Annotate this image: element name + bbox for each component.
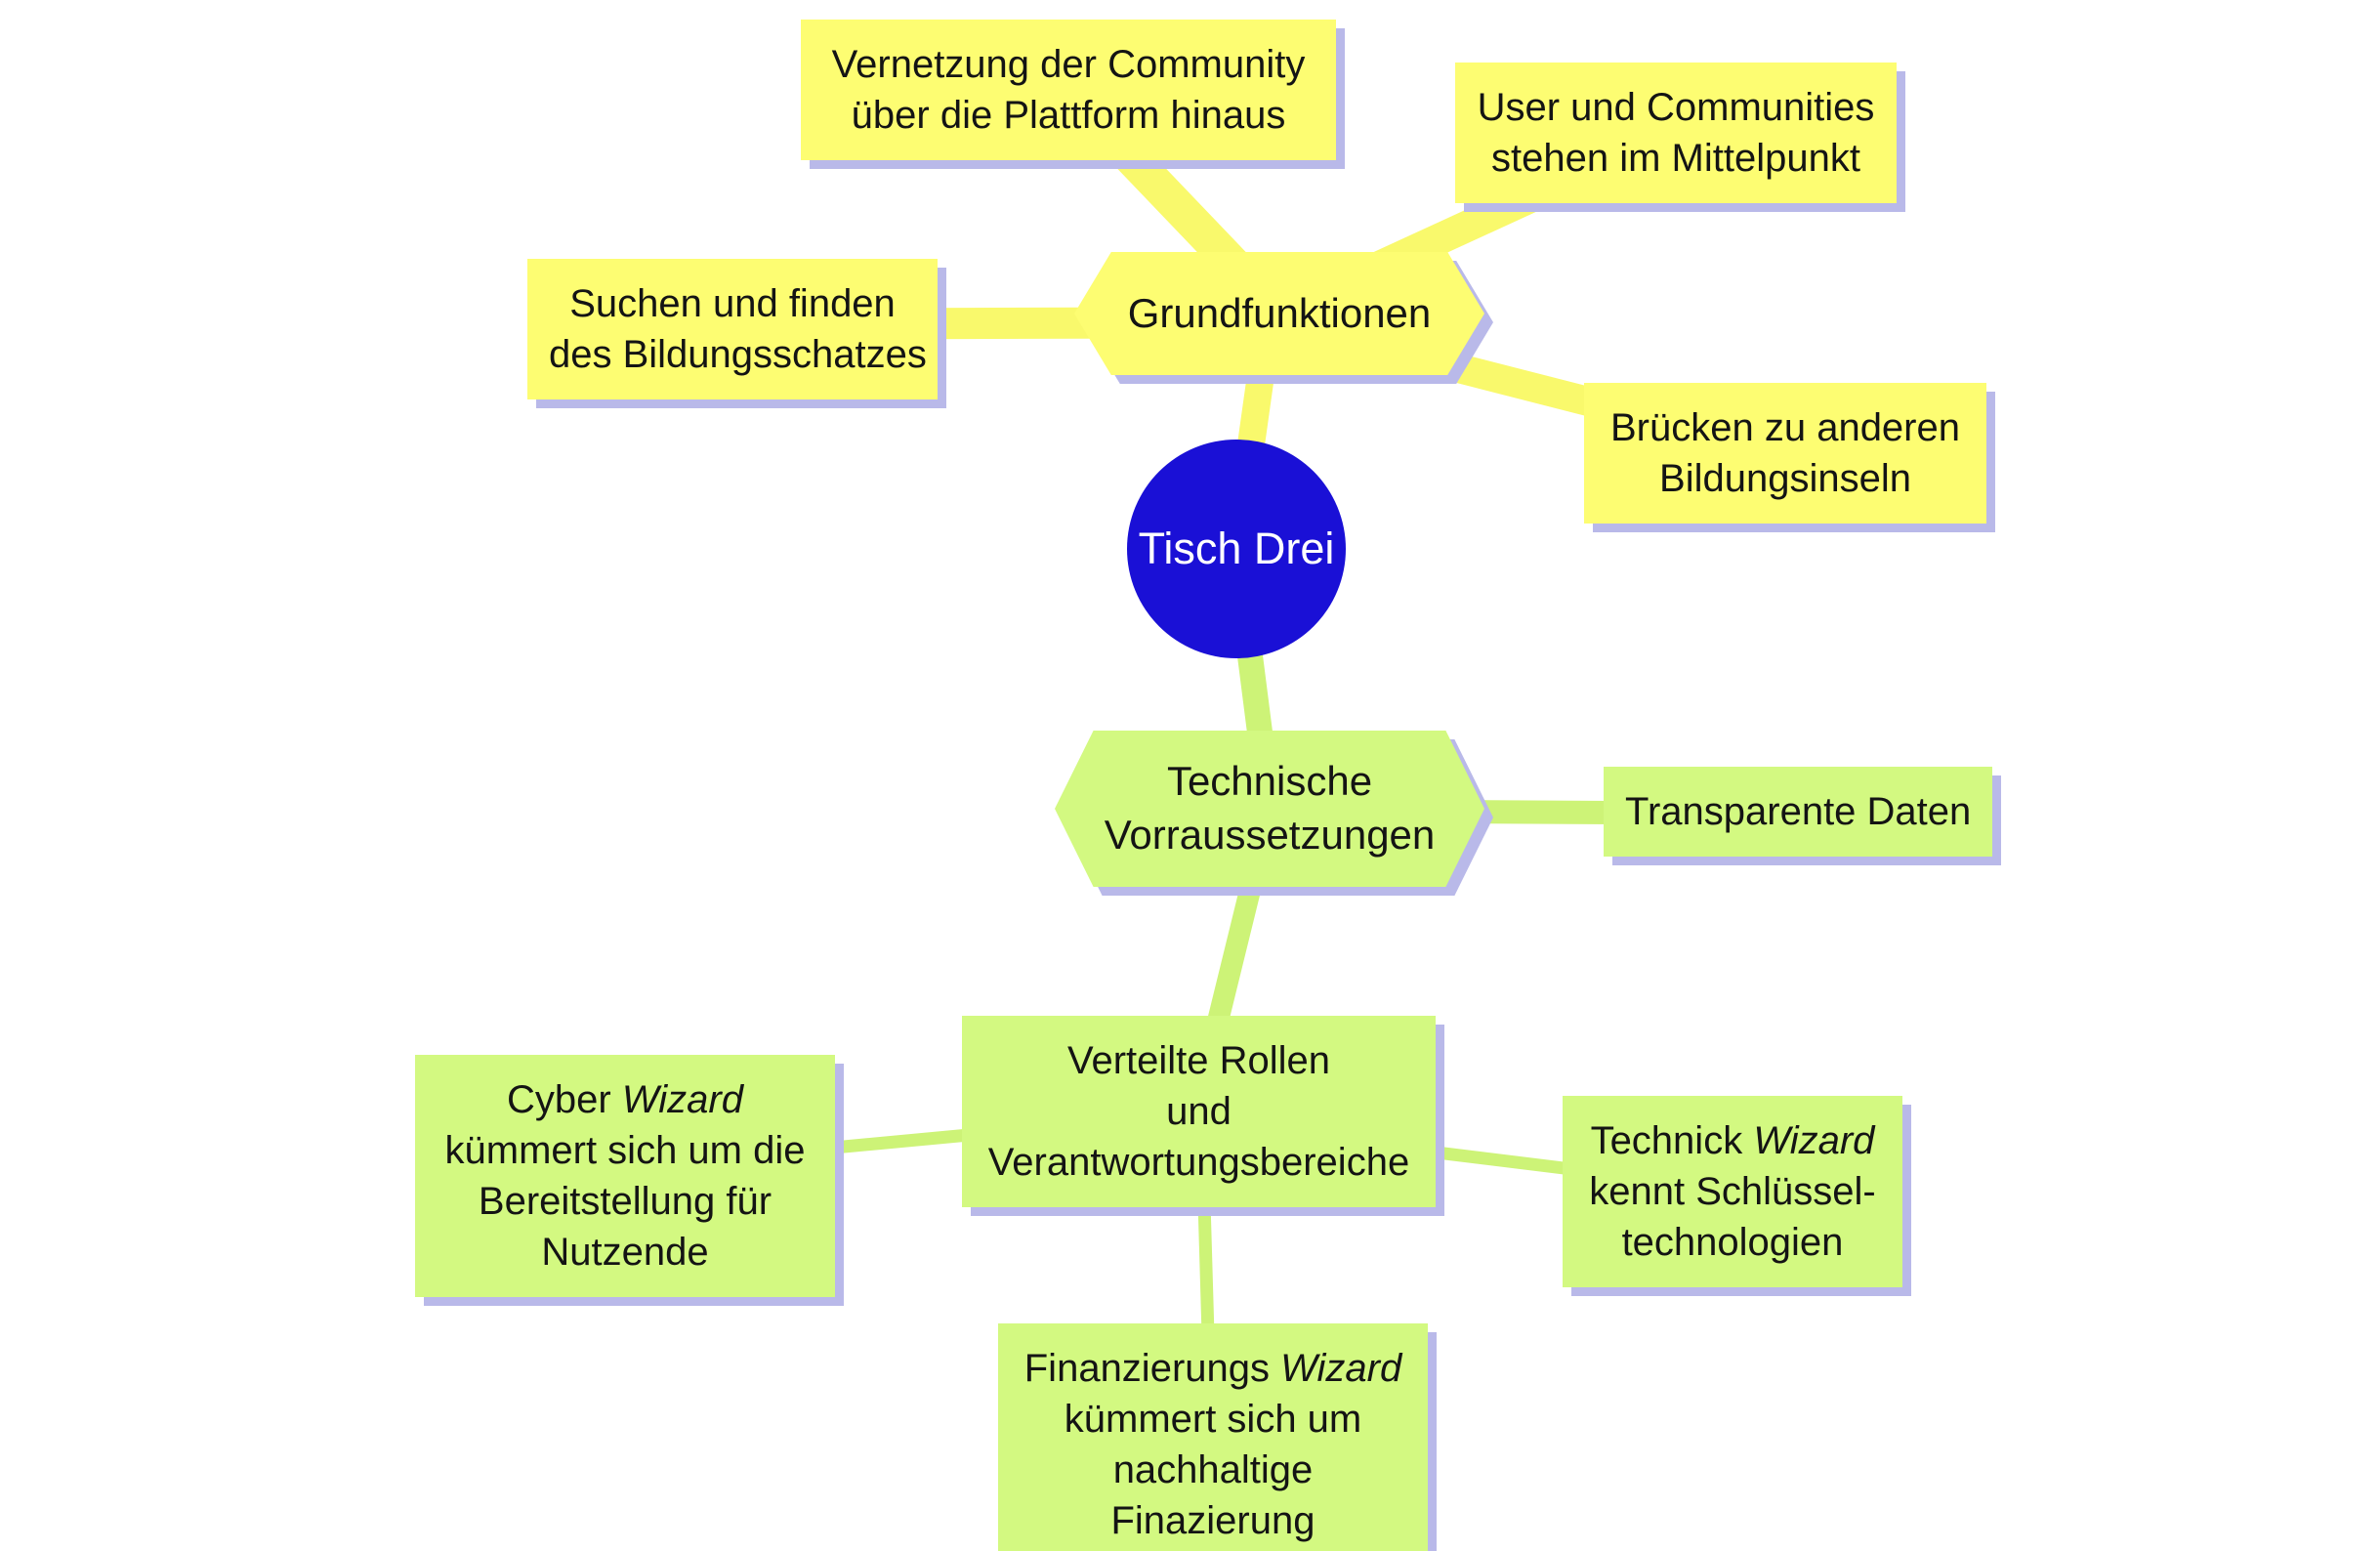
node-verteilte-rollen[interactable]: Verteilte Rollen und Verantwortungsberei… xyxy=(962,1016,1436,1207)
node-user-communities-line1: User und Communities xyxy=(1477,86,1875,129)
node-technische-vorraussetzungen[interactable]: Technische Vorraussetzungen xyxy=(1055,731,1484,887)
node-technische-line2: Vorraussetzungen xyxy=(1104,812,1436,858)
node-tisch-drei-label: Tisch Drei xyxy=(1138,524,1335,573)
node-user-communities-line2: stehen im Mittelpunkt xyxy=(1491,137,1860,180)
node-cyber-wizard-role: Wizard xyxy=(621,1078,743,1121)
node-cyber-wizard-desc: kümmert sich um die Bereitstellung für N… xyxy=(444,1129,806,1274)
node-finanzierungs-wizard-desc: kümmert sich um nachhaltige Finazierung xyxy=(1064,1398,1362,1542)
node-suchen-finden-line2: des Bildungsschatzes xyxy=(549,333,927,376)
node-finanzierungs-wizard-name: Finanzierungs xyxy=(1023,1347,1270,1390)
node-verteilte-rollen-line1: Verteilte Rollen xyxy=(1066,1039,1331,1082)
node-bruecken-line1: Brücken zu anderen xyxy=(1609,406,1960,449)
node-finanzierungs-wizard-role: Wizard xyxy=(1280,1347,1402,1390)
node-finanzierungs-wizard-title: Finanzierungs Wizard xyxy=(1020,1343,1406,1394)
node-transparente-daten-label: Transparente Daten xyxy=(1625,790,1972,833)
node-user-communities[interactable]: User und Communities stehen im Mittelpun… xyxy=(1455,63,1897,203)
node-grundfunktionen-label: Grundfunktionen xyxy=(1127,289,1432,336)
node-cyber-wizard-name: Cyber xyxy=(507,1078,611,1121)
node-technick-wizard-role: Wizard xyxy=(1753,1119,1875,1162)
node-suchen-finden-line1: Suchen und finden xyxy=(569,282,896,325)
node-finanzierungs-wizard[interactable]: Finanzierungs Wizard kümmert sich um nac… xyxy=(998,1323,1428,1551)
node-grundfunktionen[interactable]: Grundfunktionen xyxy=(1074,252,1484,375)
node-verteilte-rollen-line3: Verantwortungsbereiche xyxy=(987,1141,1410,1184)
node-technick-wizard-desc: kennt Schlüssel- technologien xyxy=(1589,1170,1876,1264)
node-verteilte-rollen-line2: und xyxy=(1166,1090,1232,1133)
node-technick-wizard-title: Technick Wizard xyxy=(1584,1115,1881,1166)
node-tisch-drei[interactable]: Tisch Drei xyxy=(1127,440,1346,658)
node-vernetzung-line2: über die Plattform hinaus xyxy=(851,94,1286,137)
node-technische-line1: Technische xyxy=(1166,758,1373,805)
node-suchen-finden[interactable]: Suchen und finden des Bildungsschatzes xyxy=(527,259,938,399)
node-technick-wizard-name: Technick xyxy=(1590,1119,1743,1162)
node-bruecken-line2: Bildungsinseln xyxy=(1659,457,1911,500)
node-cyber-wizard-title: Cyber Wizard xyxy=(437,1074,814,1125)
node-cyber-wizard[interactable]: Cyber Wizard kümmert sich um die Bereits… xyxy=(415,1055,835,1297)
node-bruecken[interactable]: Brücken zu anderen Bildungsinseln xyxy=(1584,383,1986,524)
node-transparente-daten[interactable]: Transparente Daten xyxy=(1604,767,1992,857)
node-vernetzung-line1: Vernetzung der Community xyxy=(831,43,1306,86)
node-technick-wizard[interactable]: Technick Wizard kennt Schlüssel- technol… xyxy=(1563,1096,1902,1287)
node-vernetzung[interactable]: Vernetzung der Community über die Plattf… xyxy=(801,20,1336,160)
